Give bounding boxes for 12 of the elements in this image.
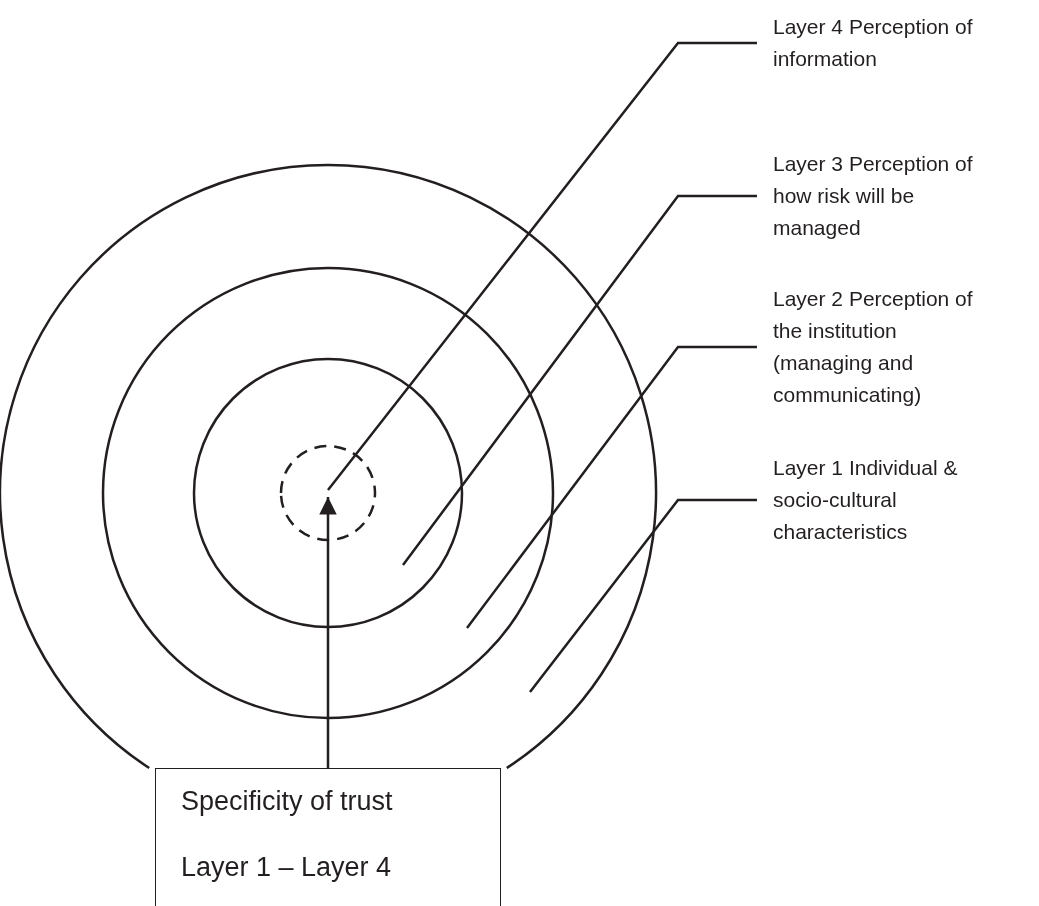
layer-label: Layer 1 Individual & socio-cultural characteristics xyxy=(757,452,991,548)
layer-label: Layer 3 Perception of how risk will be managed xyxy=(757,148,991,244)
text-box xyxy=(155,768,501,906)
leader-line xyxy=(327,41,757,491)
leader-line xyxy=(402,194,757,566)
leader-line xyxy=(466,345,757,629)
layer-label: Layer 2 Perception of the institution (managing and communicating) xyxy=(757,283,991,411)
layer-label: Layer 4 Perception of information xyxy=(757,11,991,75)
box-text: Specificity of trust xyxy=(181,785,393,818)
arrow xyxy=(319,497,337,768)
leader-line xyxy=(529,498,757,693)
box-text: Layer 1 – Layer 4 xyxy=(181,851,392,884)
